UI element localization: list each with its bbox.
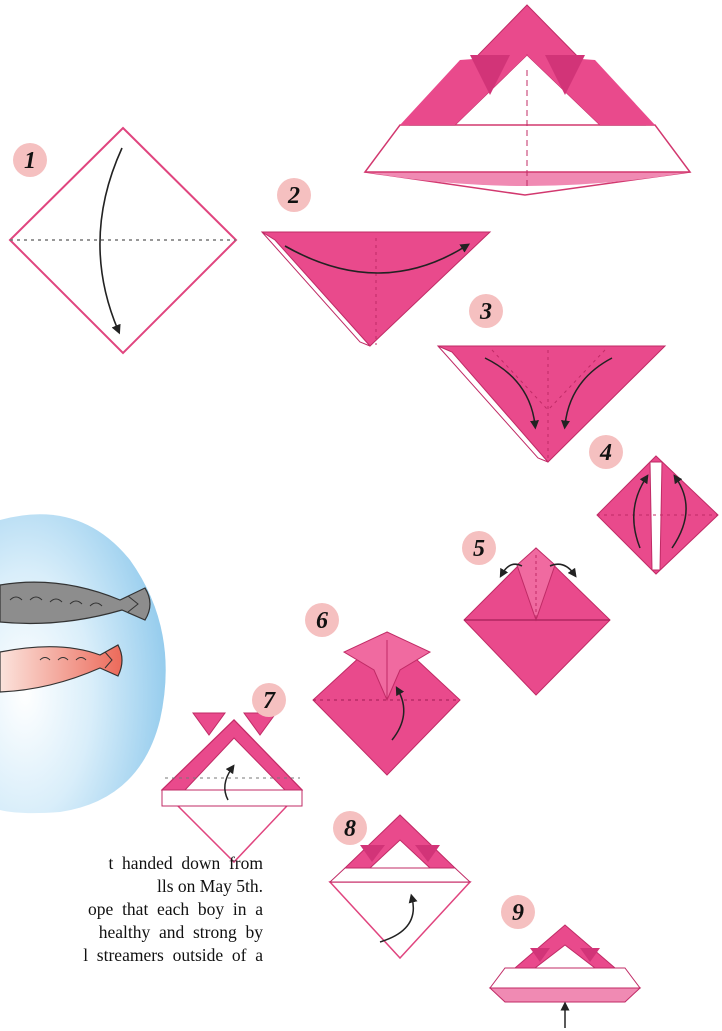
step-5-diagram [464,548,610,695]
step-number: 2 [287,183,300,209]
step-5-badge: 5 [462,531,496,565]
step-number: 7 [263,688,276,714]
step-6-badge: 6 [305,603,339,637]
text-line: t handed down from [108,852,263,875]
step-number: 9 [512,900,524,926]
step-number: 5 [473,536,485,562]
step-8-badge: 8 [333,811,367,845]
step-9-diagram [490,925,640,1028]
step-2-badge: 2 [277,178,311,212]
step-number: 4 [599,440,612,466]
step-3-diagram [438,346,665,462]
step-number: 6 [316,608,328,634]
step-number: 1 [24,148,36,174]
finished-helmet [365,5,690,195]
step-7-badge: 7 [252,683,286,717]
text-line: ope that each boy in a [88,898,263,921]
text-line: healthy and strong by [99,921,263,944]
text-line: l streamers outside of a [83,944,263,967]
step-2-diagram [262,232,490,346]
step-number: 3 [479,299,492,325]
step-4-badge: 4 [589,435,623,469]
step-3-badge: 3 [469,294,503,328]
text-line: lls on May 5th. [157,875,263,898]
step-number: 8 [344,816,356,842]
step-6-diagram [313,632,460,775]
koinobori-illustration [0,514,166,813]
step-7-diagram [162,713,302,862]
step-1-badge: 1 [13,143,47,177]
step-4-diagram [597,456,718,574]
step-9-badge: 9 [501,895,535,929]
